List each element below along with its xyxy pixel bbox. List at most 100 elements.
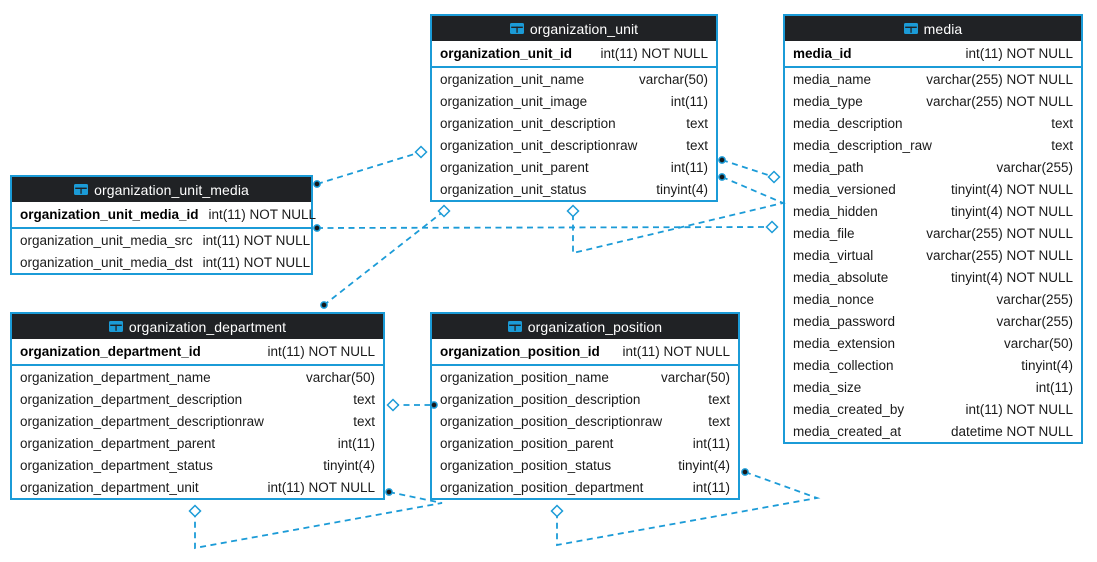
table-header-organization_unit_media[interactable]: organization_unit_media xyxy=(12,177,311,202)
column-name: media_virtual xyxy=(793,247,874,263)
column-name: organization_department_parent xyxy=(20,435,216,451)
column-row: media_extension varchar(50) xyxy=(785,332,1081,354)
column-row: organization_unit_description text xyxy=(432,112,716,134)
table-icon xyxy=(509,23,524,34)
primary-key-name: organization_department_id xyxy=(20,344,201,359)
table-organization_unit_media[interactable]: organization_unit_media organization_unit… xyxy=(10,175,316,275)
column-row: media_virtual varchar(255) NOT NULL xyxy=(785,244,1081,266)
column-name: media_description xyxy=(793,115,903,131)
table-title: organization_unit xyxy=(529,20,639,37)
column-name: media_hidden xyxy=(793,203,878,219)
primary-key-row: organization_department_id int(11) NOT NU… xyxy=(12,339,383,366)
primary-key-name: organization_position_id xyxy=(440,344,600,359)
column-type: text xyxy=(708,413,730,429)
column-name: organization_position_department xyxy=(440,479,644,495)
column-type: varchar(50) xyxy=(1003,335,1073,351)
column-type: int(11) xyxy=(1035,379,1073,395)
column-type: varchar(50) xyxy=(660,369,730,385)
column-name: media_versioned xyxy=(793,181,896,197)
primary-key-name: media_id xyxy=(793,46,852,61)
table-header-organization_department[interactable]: organization_department xyxy=(12,314,383,339)
column-row: media_type varchar(255) NOT NULL xyxy=(785,90,1081,112)
column-type: int(11) xyxy=(692,479,730,495)
column-type: text xyxy=(353,391,375,407)
column-name: media_size xyxy=(793,379,862,395)
column-name: media_file xyxy=(793,225,855,241)
column-row: media_versioned tinyint(4) NOT NULL xyxy=(785,178,1081,200)
column-type: int(11) NOT NULL xyxy=(267,479,375,495)
column-name: organization_unit_description xyxy=(440,115,616,131)
column-row: organization_position_description text xyxy=(432,388,738,410)
primary-key-type: int(11) NOT NULL xyxy=(622,344,730,359)
column-row: organization_department_status tinyint(4) xyxy=(12,454,383,476)
column-name: organization_unit_status xyxy=(440,181,587,197)
column-type: int(11) NOT NULL xyxy=(965,401,1073,417)
column-name: media_description_raw xyxy=(793,137,932,153)
column-type: int(11) xyxy=(337,435,375,451)
column-name: media_extension xyxy=(793,335,896,351)
column-name: media_type xyxy=(793,93,863,109)
primary-key-type: int(11) NOT NULL xyxy=(267,344,375,359)
column-type: text xyxy=(708,391,730,407)
column-name: organization_position_description xyxy=(440,391,641,407)
column-type: text xyxy=(686,115,708,131)
column-type: tinyint(4) xyxy=(1021,357,1073,373)
column-name: organization_unit_descriptionraw xyxy=(440,137,638,153)
column-type: varchar(255) xyxy=(996,159,1073,175)
column-name: organization_position_name xyxy=(440,369,609,385)
table-organization_position[interactable]: organization_position organization_positi… xyxy=(430,312,740,500)
column-name: organization_department_descriptionraw xyxy=(20,413,264,429)
column-type: varchar(255) NOT NULL xyxy=(926,247,1073,263)
table-icon xyxy=(903,23,918,34)
column-type: text xyxy=(686,137,708,153)
column-name: media_collection xyxy=(793,357,894,373)
primary-key-name: organization_unit_media_id xyxy=(20,207,199,222)
primary-key-type: int(11) NOT NULL xyxy=(600,46,708,61)
column-name: media_created_at xyxy=(793,423,902,439)
primary-key-type: int(11) NOT NULL xyxy=(208,207,317,222)
column-row: organization_unit_descriptionraw text xyxy=(432,134,716,156)
column-type: tinyint(4) xyxy=(323,457,375,473)
relationship-organization_department-to-organization_unit xyxy=(320,204,451,309)
column-name: organization_unit_parent xyxy=(440,159,589,175)
column-type: varchar(255) NOT NULL xyxy=(926,71,1073,87)
column-name: organization_position_parent xyxy=(440,435,614,451)
column-name: organization_department_unit xyxy=(20,479,199,495)
table-header-organization_unit[interactable]: organization_unit xyxy=(432,16,716,41)
column-name: organization_unit_image xyxy=(440,93,588,109)
column-name: organization_department_status xyxy=(20,457,213,473)
column-row: media_description text xyxy=(785,112,1081,134)
column-type: text xyxy=(1051,115,1073,131)
column-type: varchar(255) xyxy=(996,291,1073,307)
table-header-organization_position[interactable]: organization_position xyxy=(432,314,738,339)
column-row: organization_position_name varchar(50) xyxy=(432,366,738,388)
column-type: varchar(255) NOT NULL xyxy=(926,93,1073,109)
column-row: organization_department_unit int(11) NOT … xyxy=(12,476,383,498)
column-type: tinyint(4) NOT NULL xyxy=(950,269,1073,285)
column-name: organization_position_status xyxy=(440,457,612,473)
relationship-organization_unit_media-to-media xyxy=(313,220,779,234)
table-title: organization_position xyxy=(527,318,663,335)
column-type: tinyint(4) NOT NULL xyxy=(950,181,1073,197)
table-icon xyxy=(74,184,89,195)
table-header-media[interactable]: media xyxy=(785,16,1081,41)
column-name: organization_unit_media_dst xyxy=(20,254,193,270)
